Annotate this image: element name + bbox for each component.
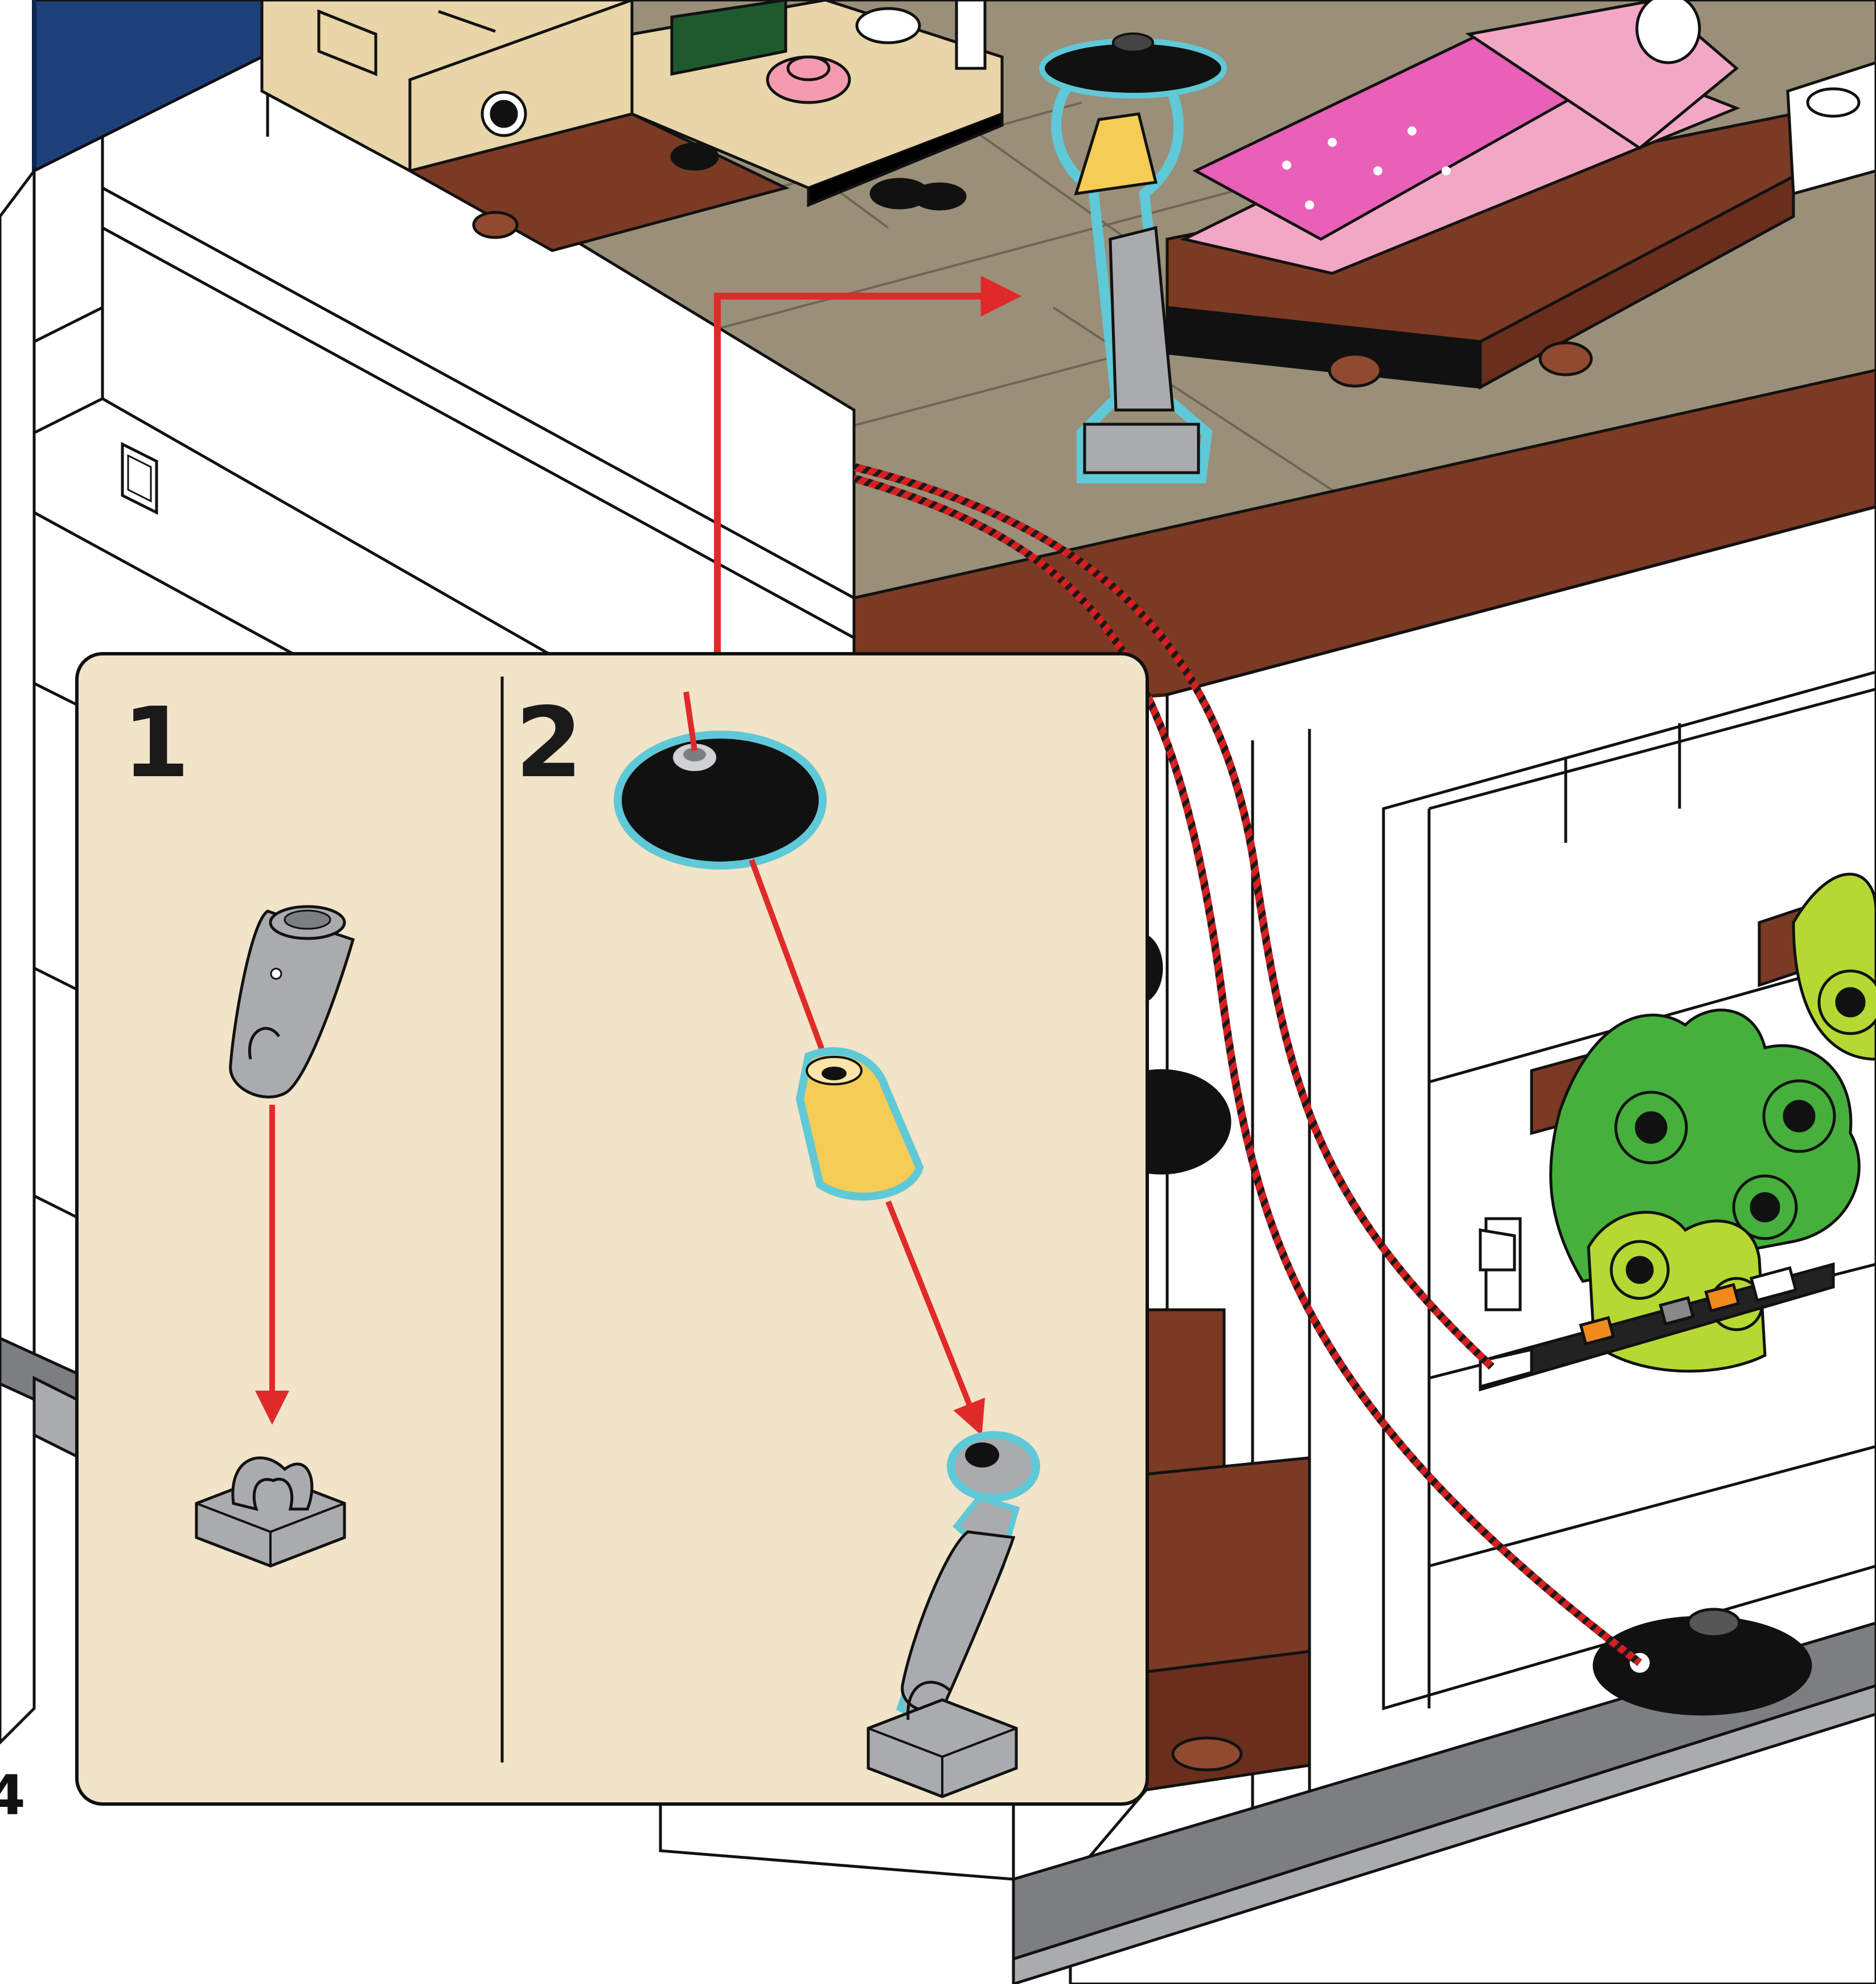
step-number-2: 2 (515, 695, 582, 792)
step-callout (77, 654, 1147, 1804)
step-number-1: 1 (122, 695, 190, 792)
page-number: 4 (0, 1768, 26, 1823)
